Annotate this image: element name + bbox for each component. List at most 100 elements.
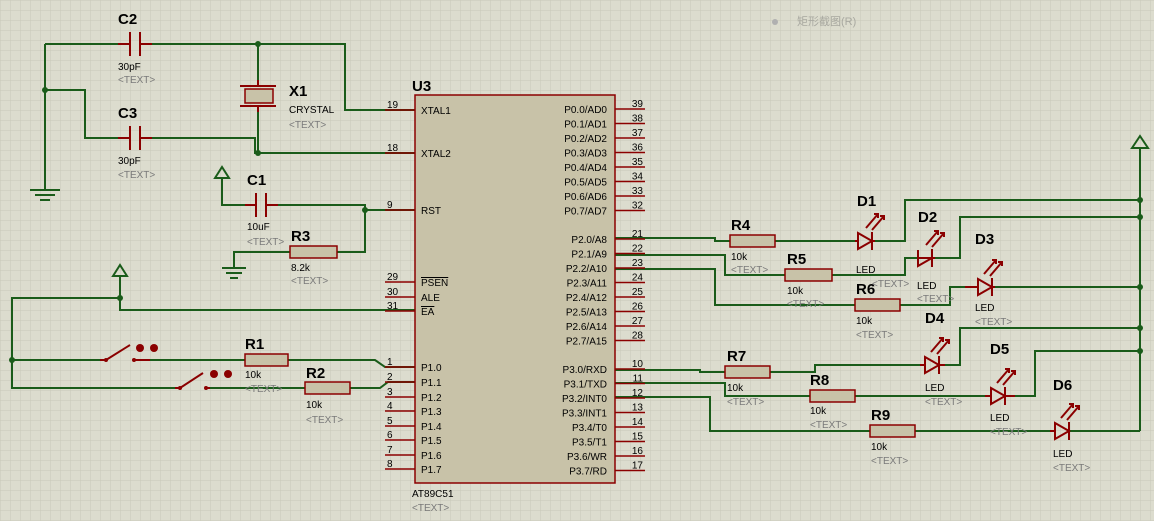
c1-ref: C1 [247,172,266,189]
x1-ref: X1 [289,83,307,100]
pin-number: 19 [387,100,399,111]
resistor-r8[interactable]: R8 10k <TEXT> [809,372,856,431]
d5-ref: D5 [990,341,1009,358]
svg-text:矩形截图(R): 矩形截图(R) [797,14,856,28]
led-d1[interactable]: D1 LED <TEXT> [855,193,909,290]
pin-label: P1.4 [421,422,442,433]
pin-label: P2.6/A14 [566,322,608,333]
capacitor-c2[interactable]: C2 30pF <TEXT> [118,11,155,86]
pin-number: 39 [632,99,644,110]
led-d6[interactable]: D6 LED <TEXT> [1050,377,1090,474]
pin-label: P1.6 [421,451,442,462]
pin-label: P1.2 [421,393,442,404]
pin-label: P3.3/INT1 [562,409,607,420]
pin-label: P2.0/A8 [571,235,607,246]
switch-1[interactable] [100,344,158,362]
pin-number: 17 [632,461,644,472]
power-symbol-vcc [1130,134,1150,149]
pin-p1-5: 6P1.5 [385,430,442,447]
mcu-text: <TEXT> [412,503,449,514]
r5-ref: R5 [787,251,806,268]
led-d5[interactable]: D5 LED <TEXT> [985,341,1027,438]
context-menu-hint: 矩形截图(R) [772,14,856,28]
pin-label: P2.7/A15 [566,337,608,348]
wires [11,43,1141,432]
pin-label: EA [421,307,435,318]
r2-ref: R2 [306,365,325,382]
pin-number: 13 [632,403,644,414]
pin-p1-0: 1P1.0 [385,357,442,374]
pin-label: RST [421,206,441,217]
pin-label: P1.3 [421,407,442,418]
pin-label: P1.5 [421,436,442,447]
pin-number: 10 [632,359,644,370]
pin-label: P0.0/AD0 [564,105,607,116]
d5-text: <TEXT> [990,427,1027,438]
resistor-r1[interactable]: R1 10k <TEXT> [244,336,289,395]
led-d2[interactable]: D2 LED <TEXT> [917,209,954,305]
mcu-at89c51[interactable]: U3 AT89C51 <TEXT> 19XTAL118XTAL29RST29PS… [385,78,645,514]
d1-text: <TEXT> [872,279,909,290]
pin-p1-2: 3P1.2 [385,387,442,404]
resistor-r4[interactable]: R4 10k <TEXT> [729,217,776,276]
junctions [9,41,1143,363]
pin-number: 24 [632,273,644,284]
resistor-r2[interactable]: R2 10k <TEXT> [304,365,351,426]
pin-label: P0.1/AD1 [564,120,607,131]
r6-ref: R6 [856,281,875,298]
resistor-r5[interactable]: R5 10k <TEXT> [784,251,833,310]
r6-text: <TEXT> [856,330,893,341]
resistor-r6[interactable]: R6 10k <TEXT> [854,281,901,341]
pin-label: P0.7/AD7 [564,207,607,218]
pin-number: 22 [632,244,644,255]
pin-number: 14 [632,417,644,428]
capacitor-c1[interactable]: C1 10uF <TEXT> [245,172,284,248]
led-d4[interactable]: D4 LED <TEXT> [920,310,962,408]
pin-p1-3: 4P1.3 [385,401,442,418]
pin-number: 8 [387,459,393,470]
switch-2[interactable] [175,370,232,390]
d6-text: <TEXT> [1053,463,1090,474]
pin-p1-1: 2P1.1 [385,372,442,389]
c2-text: <TEXT> [118,75,155,86]
d4-text: <TEXT> [925,397,962,408]
c1-text: <TEXT> [247,237,284,248]
c3-text: <TEXT> [118,170,155,181]
crystal-x1[interactable]: X1 CRYSTAL <TEXT> [240,80,335,131]
pin-label: P3.5/T1 [572,438,607,449]
pin-number: 11 [633,374,644,385]
pin-label: P1.7 [421,465,442,476]
pin-number: 26 [632,302,644,313]
pin-p1-7: 8P1.7 [385,459,442,476]
pin-label: P3.1/TXD [564,380,607,391]
capacitor-c3[interactable]: C3 30pF <TEXT> [118,105,155,181]
r3-text: <TEXT> [291,276,328,287]
r7-value: 10k [727,383,744,394]
r7-text: <TEXT> [727,397,764,408]
r5-text: <TEXT> [787,299,824,310]
r4-text: <TEXT> [731,265,768,276]
r8-ref: R8 [810,372,829,389]
resistor-r3[interactable]: R3 8.2k <TEXT> [289,228,338,287]
pin-number: 4 [387,401,393,412]
led-d3[interactable]: D3 LED <TEXT> [965,231,1012,328]
r8-value: 10k [810,406,827,417]
r1-ref: R1 [245,336,264,353]
resistor-r9[interactable]: R9 10k <TEXT> [869,407,916,467]
pin-label: P3.6/WR [567,452,607,463]
resistor-r7[interactable]: R7 10k <TEXT> [724,348,771,408]
x1-text: <TEXT> [289,120,326,131]
mcu-right-pins: 39P0.0/AD038P0.1/AD137P0.2/AD236P0.3/AD3… [562,99,645,478]
